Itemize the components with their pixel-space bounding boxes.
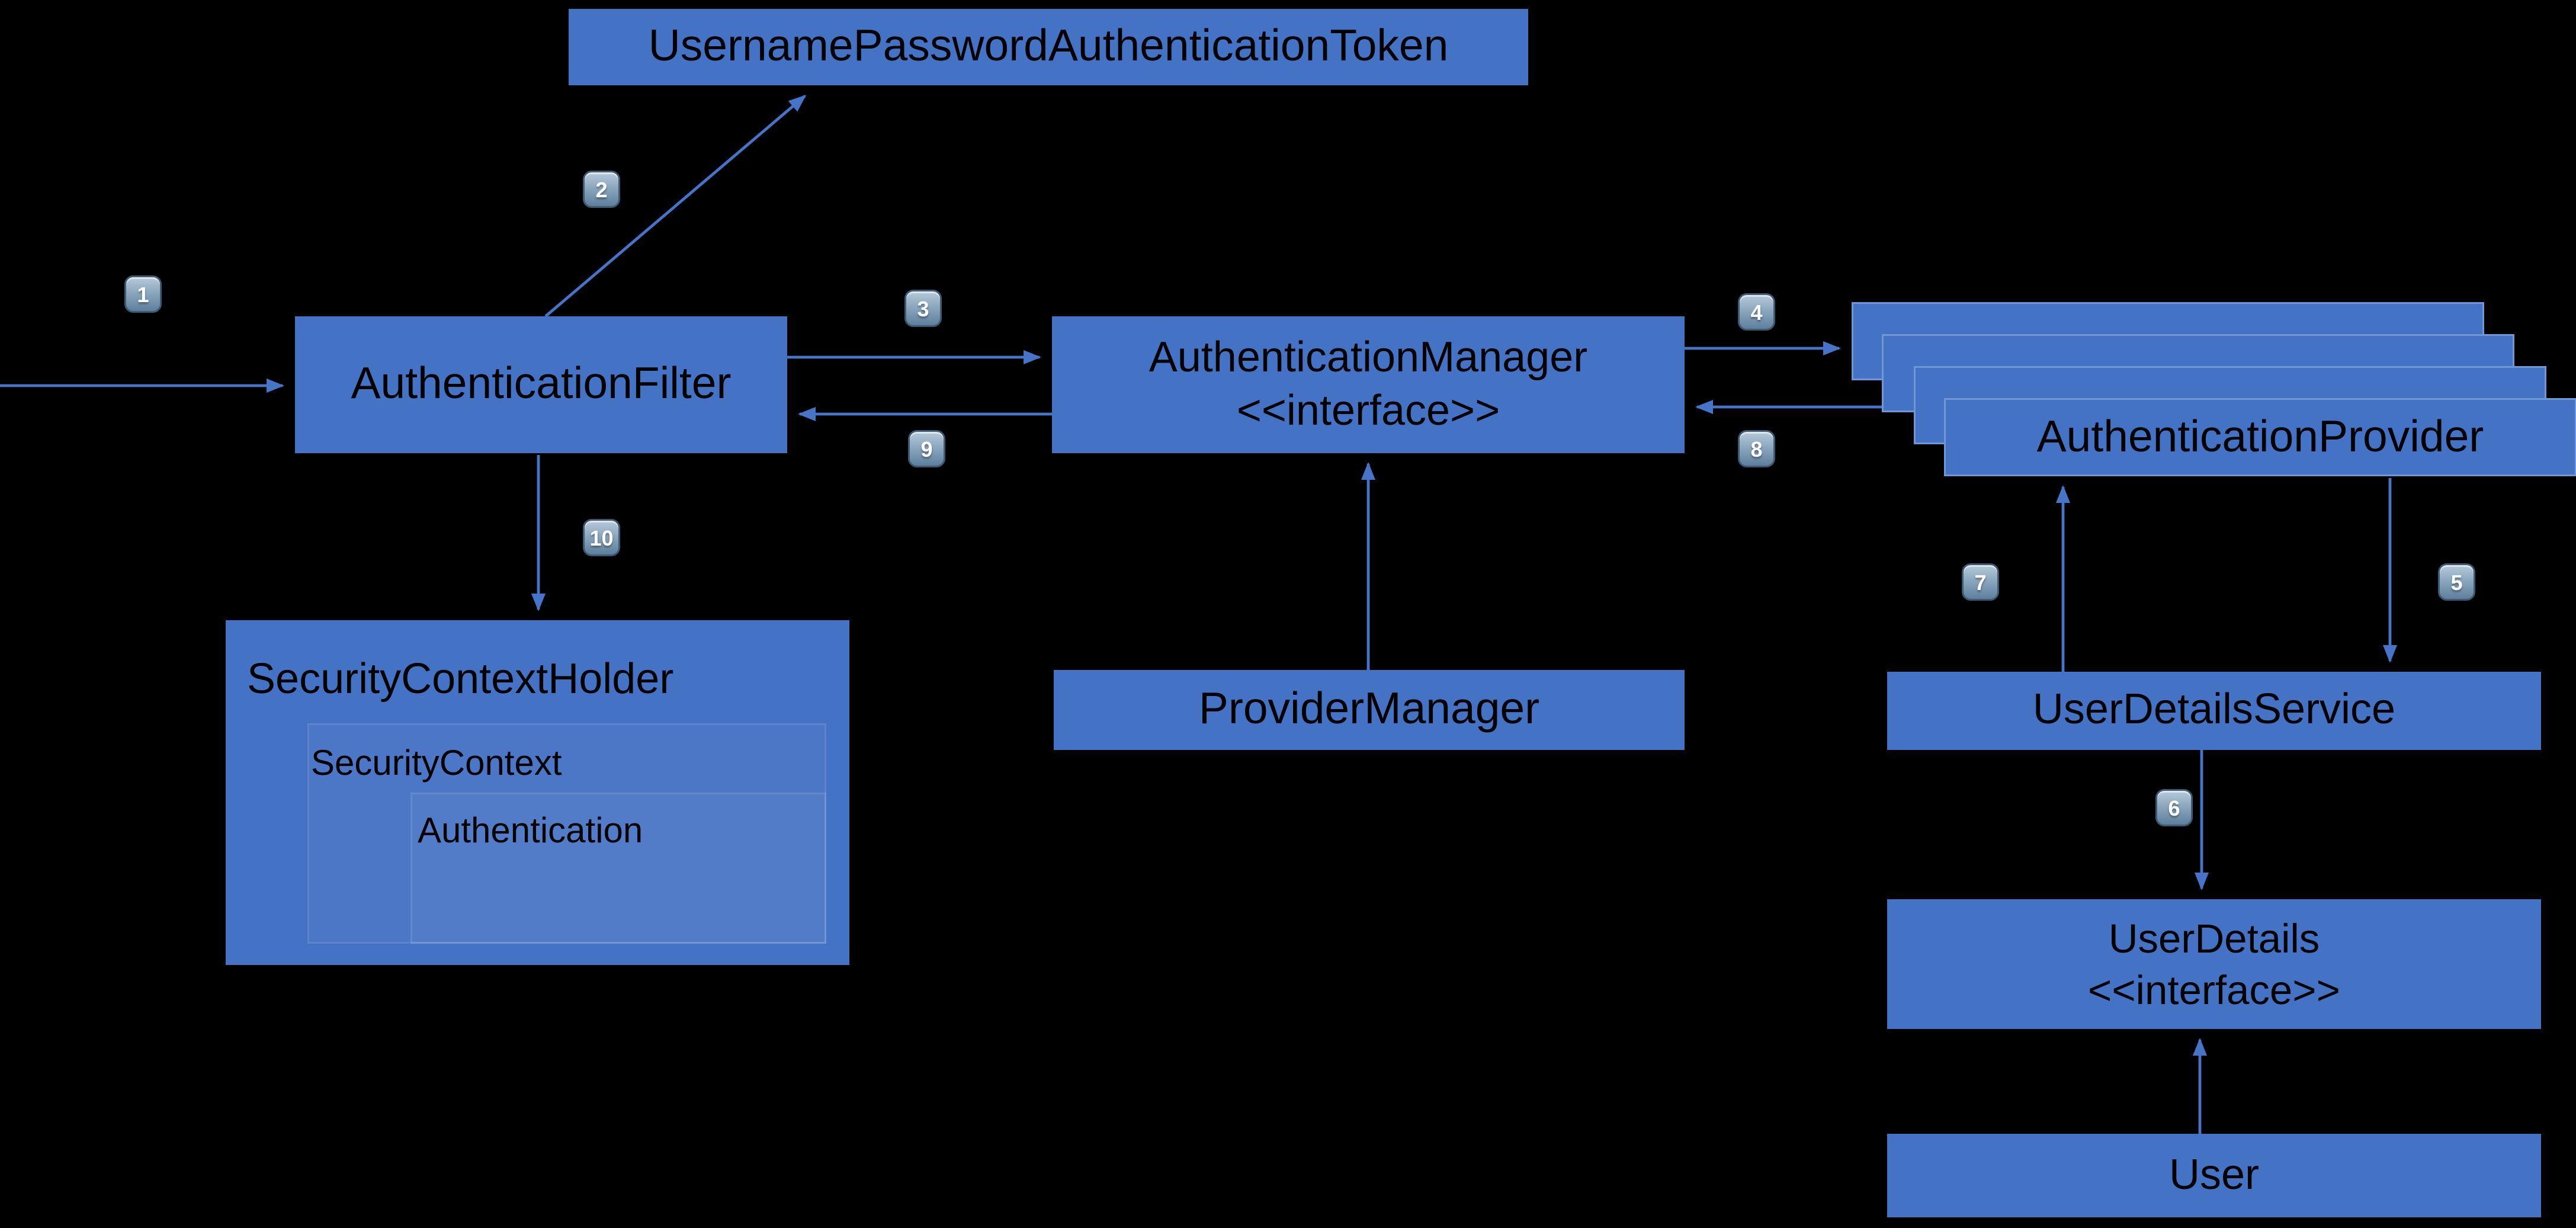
step-badge-4: 4 <box>1738 293 1775 331</box>
node-username-password-authentication-token: UsernamePasswordAuthenticationToken <box>569 9 1528 85</box>
node-user-details-service: UserDetailsService <box>1887 672 2541 750</box>
step-badge-3: 3 <box>904 290 942 327</box>
node-label: ProviderManager <box>1198 684 1540 734</box>
authentication-label: Authentication <box>418 812 643 851</box>
security-context-label: SecurityContext <box>311 745 562 784</box>
step-badge-5: 5 <box>2438 563 2475 601</box>
step-badge-8: 8 <box>1738 430 1775 467</box>
node-stereotype: <<interface>> <box>1236 386 1500 435</box>
arrow-step-2 <box>544 95 807 318</box>
node-authentication-filter: AuthenticationFilter <box>295 316 787 453</box>
step-badge-9: 9 <box>908 430 945 467</box>
node-user-details: UserDetails <<interface>> <box>1887 899 2541 1029</box>
node-security-context-holder: SecurityContextHolder SecurityContext Au… <box>226 620 849 965</box>
node-user: User <box>1887 1134 2541 1217</box>
node-provider-manager: ProviderManager <box>1054 670 1685 750</box>
node-label: UsernamePasswordAuthenticationToken <box>648 21 1449 71</box>
node-label: AuthenticationManager <box>1149 333 1588 381</box>
node-label: AuthenticationProvider <box>2036 411 2484 461</box>
step-badge-10: 10 <box>583 519 620 556</box>
security-context-box <box>307 723 826 944</box>
node-authentication-manager: AuthenticationManager <<interface>> <box>1052 316 1685 453</box>
node-stereotype: <<interface>> <box>2088 966 2340 1012</box>
node-label: UserDetailsService <box>2032 686 2396 734</box>
node-label: UserDetails <box>2108 914 2320 961</box>
node-label: AuthenticationFilter <box>351 359 732 409</box>
step-badge-7: 7 <box>1962 563 1999 601</box>
node-label: SecurityContextHolder <box>247 656 674 704</box>
step-badge-2: 2 <box>583 171 620 208</box>
node-authentication-provider: AuthenticationProvider <box>1944 398 2576 476</box>
node-label: User <box>2168 1150 2259 1199</box>
step-badge-1: 1 <box>124 275 162 313</box>
authentication-box <box>410 793 826 944</box>
step-badge-6: 6 <box>2155 789 2193 826</box>
